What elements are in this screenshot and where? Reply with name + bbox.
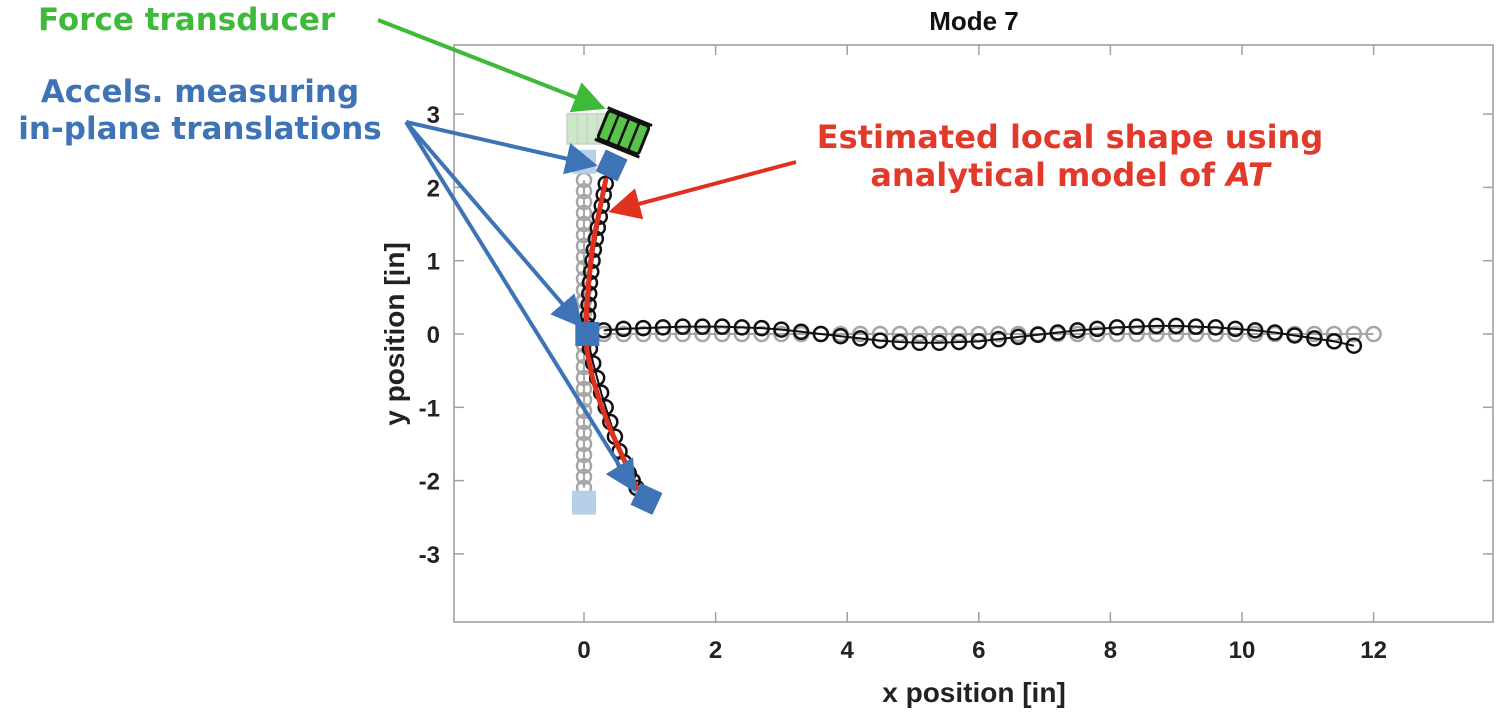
x-tick-label: 8 <box>1104 637 1117 664</box>
y-tick-label: 2 <box>427 175 440 202</box>
x-tick-label: 0 <box>577 637 590 664</box>
estimated-shape-annotation-line1: Estimated local shape using <box>816 118 1324 156</box>
at-italic-text: AT <box>1226 156 1270 195</box>
x-tick-label: 12 <box>1360 637 1387 664</box>
series-2 <box>595 317 1363 354</box>
series-5 <box>575 149 663 515</box>
force-transducer-arrow <box>377 18 606 113</box>
x-axis-label: x position [in] <box>882 677 1066 708</box>
x-tick-label: 2 <box>709 637 722 664</box>
force-transducer-icon <box>594 106 653 159</box>
y-axis-label: y position [in] <box>379 242 410 426</box>
accelerometer-arrow-1 <box>405 120 598 175</box>
y-tick-label: 0 <box>427 322 440 349</box>
estimated-shape-annotation-line2: analytical model of AT <box>800 156 1340 194</box>
y-tick-label: 1 <box>427 249 440 276</box>
accelerometers-annotation: Accels. measuring in-plane translations <box>0 74 400 148</box>
force-transducer-annotation: Force transducer <box>38 2 336 38</box>
estimated-shape-annotation: Estimated local shape using analytical m… <box>800 118 1340 195</box>
y-tick-label: -1 <box>419 395 440 422</box>
accelerometer-arrow-2 <box>404 120 584 329</box>
y-tick-label: -3 <box>419 542 440 569</box>
x-tick-label: 4 <box>841 637 855 664</box>
accelerometers-annotation-line1: Accels. measuring <box>40 74 360 110</box>
x-tick-label: 6 <box>972 637 985 664</box>
annotation-arrows <box>377 18 797 493</box>
estimated-shape-text: analytical model of <box>870 156 1227 195</box>
accelerometer-arrow-3 <box>404 120 637 493</box>
series-7 <box>566 106 653 159</box>
accelerometers-annotation-line2: in-plane translations <box>18 111 382 148</box>
chart-title: Mode 7 <box>929 6 1019 36</box>
y-tick-label: -2 <box>419 469 440 496</box>
x-tick-label: 10 <box>1229 637 1256 664</box>
y-tick-label: 3 <box>427 102 440 129</box>
estimated-shape-arrow <box>608 160 797 220</box>
